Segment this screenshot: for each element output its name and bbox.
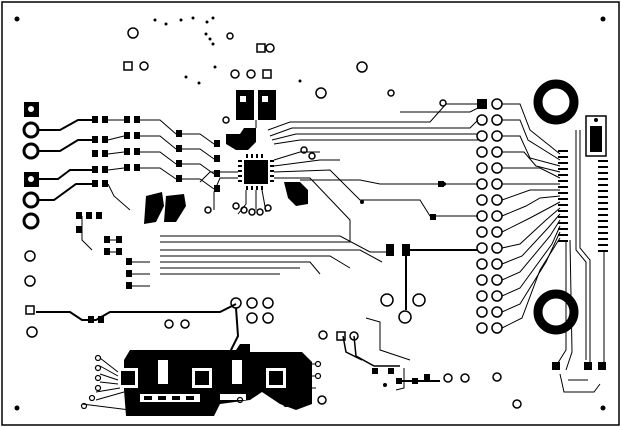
left-traces [36, 119, 237, 321]
header-to-edge-traces [400, 103, 561, 329]
bottom-power-area [229, 297, 440, 391]
edge-connector [552, 115, 608, 393]
corner-holes [14, 16, 606, 411]
smd-pads-left [76, 116, 220, 323]
right-connector-block [386, 181, 478, 310]
left-smd-traces [81, 119, 215, 287]
bottom-ic-group [80, 344, 322, 416]
round-pads [139, 43, 453, 383]
small-vias [153, 16, 446, 387]
large-mounting-holes [533, 79, 579, 335]
via-holes [24, 27, 522, 409]
central-pad-ring [204, 116, 316, 216]
square-pads [25, 43, 346, 341]
central-traces [160, 103, 480, 275]
central-ic [144, 90, 308, 224]
